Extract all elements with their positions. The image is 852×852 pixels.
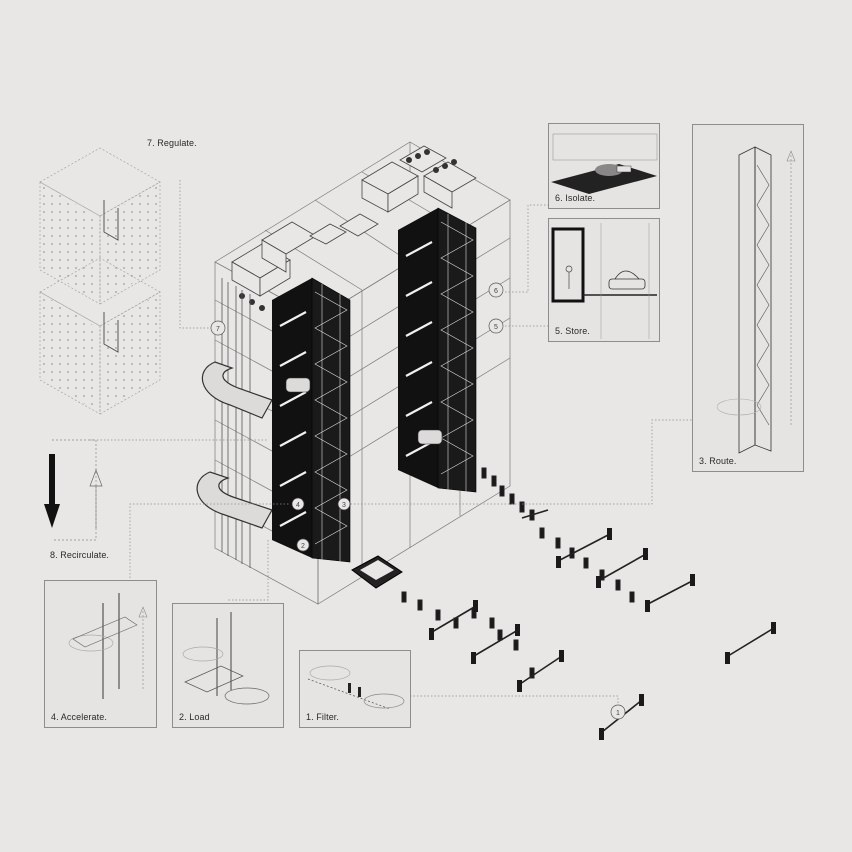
left-storage-shaft [272, 277, 351, 563]
gate-posts [429, 528, 776, 740]
right-storage-shaft [398, 207, 477, 493]
label-load: 2. Load [179, 712, 210, 722]
svg-text:4: 4 [296, 502, 300, 509]
marker-1: 1 [610, 704, 626, 720]
panel-accelerate: 4. Accelerate. [44, 580, 157, 728]
label-regulate: 7. Regulate. [147, 138, 197, 148]
panel-isolate: 6. Isolate. [548, 123, 660, 209]
barrier-arms [431, 509, 775, 733]
panel-store: 5. Store. [548, 218, 660, 342]
marker-6: 6 [488, 282, 504, 298]
panel-filter: 1. Filter. [299, 650, 411, 728]
acceleration-loops [196, 361, 273, 529]
label-isolate: 6. Isolate. [555, 193, 596, 203]
svg-text:7: 7 [216, 326, 220, 333]
marker-2: 2 [296, 538, 310, 552]
label-recirculate: 8. Recirculate. [50, 550, 110, 560]
label-store: 5. Store. [555, 326, 590, 336]
markers: 7 6 5 4 3 2 1 [210, 282, 626, 720]
svg-text:1: 1 [616, 710, 620, 717]
regulate-facade-grid [42, 184, 158, 412]
label-accelerate: 4. Accelerate. [51, 712, 107, 722]
svg-text:6: 6 [494, 288, 498, 295]
panel-route: 3. Route. [692, 124, 804, 472]
marker-3: 3 [337, 497, 351, 511]
entry-gates [401, 467, 635, 679]
marker-7: 7 [210, 320, 226, 336]
label-filter: 1. Filter. [306, 712, 340, 722]
label-route: 3. Route. [699, 456, 737, 466]
svg-text:2: 2 [301, 543, 305, 550]
car [351, 555, 403, 589]
pipe-columns [221, 278, 251, 568]
marker-4: 4 [291, 497, 305, 511]
rooftop-equipment [231, 145, 477, 297]
panel-load: 2. Load [172, 603, 284, 728]
marker-5: 5 [488, 318, 504, 334]
svg-text:5: 5 [494, 324, 498, 331]
svg-text:3: 3 [342, 502, 346, 509]
recirculate-arrows [44, 439, 103, 541]
